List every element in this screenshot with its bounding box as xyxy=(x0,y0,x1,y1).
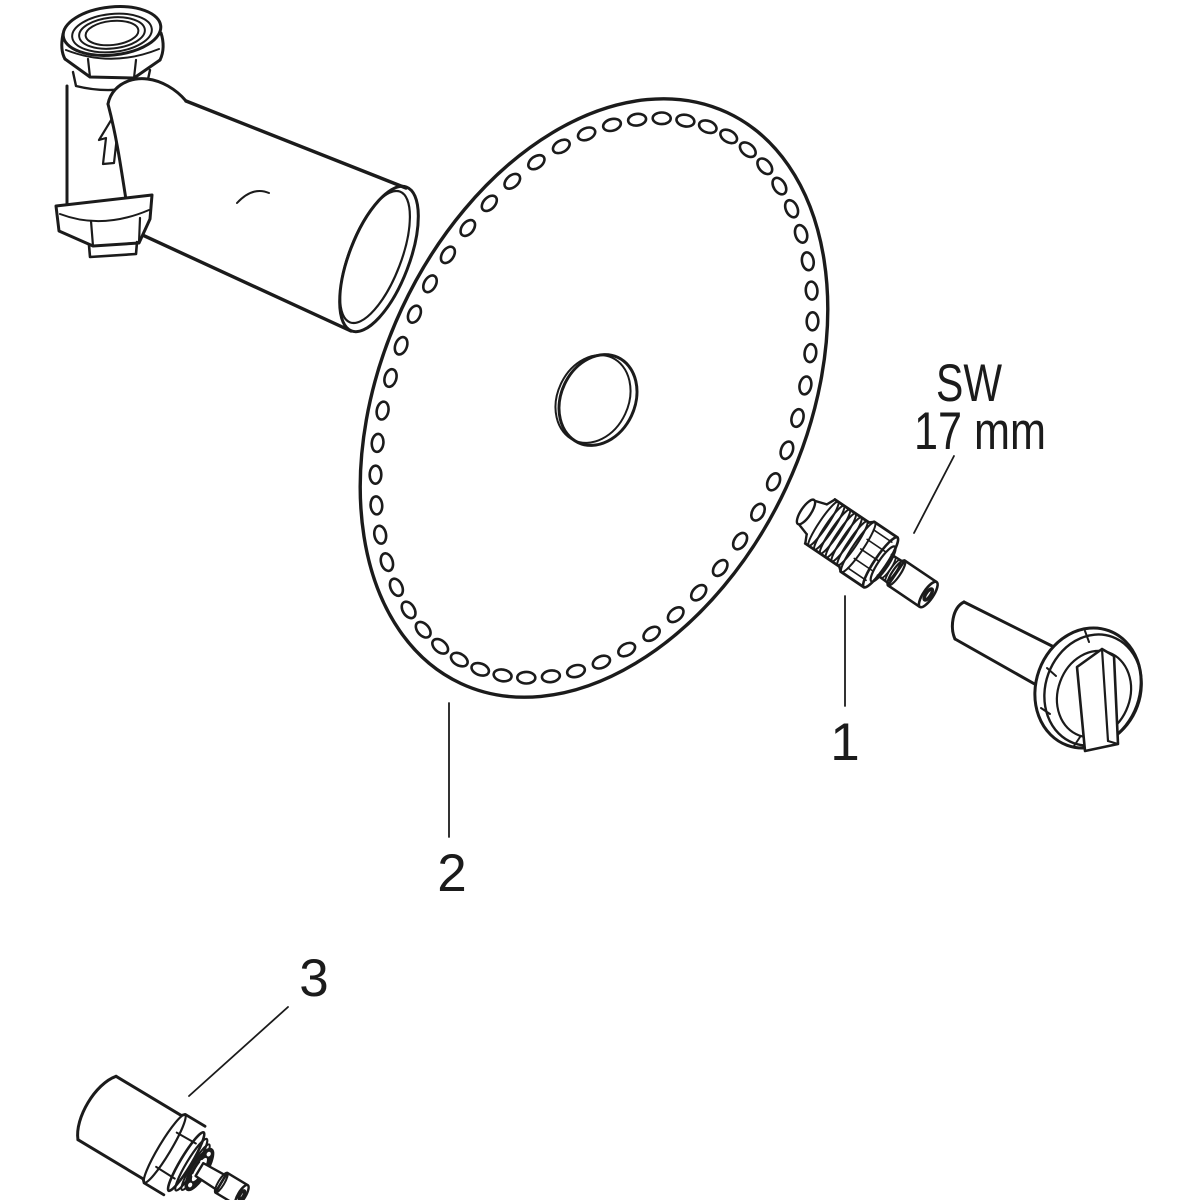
disc-hole xyxy=(756,157,774,176)
disc-rim xyxy=(358,97,830,699)
leader-line-wrench xyxy=(913,455,955,534)
disc-hole xyxy=(470,661,491,677)
concealed-valve-body xyxy=(54,5,420,334)
callout-label-1: 1 xyxy=(830,713,859,772)
disc-hole xyxy=(449,651,469,668)
disc-hole xyxy=(439,245,457,265)
spare-cartridge xyxy=(76,1074,250,1200)
flange-notches xyxy=(1040,630,1090,747)
handle-wing xyxy=(1075,647,1120,753)
disc-hole xyxy=(800,251,816,272)
disc-hole xyxy=(697,119,718,135)
disc-hole xyxy=(798,375,813,396)
disc-hole xyxy=(480,194,499,213)
wall-plate-disc xyxy=(358,97,830,699)
disc-hole xyxy=(642,625,661,643)
disc-hole xyxy=(516,670,537,685)
disc-hole xyxy=(492,668,513,683)
stop-handle xyxy=(950,600,1143,753)
disc-hole xyxy=(783,198,800,219)
shutoff-cartridge xyxy=(795,498,939,609)
callout-leader-lines xyxy=(188,455,955,1097)
disc-hole xyxy=(431,637,450,655)
disc-hole xyxy=(793,223,809,244)
bottom-hex-nut xyxy=(54,193,154,259)
disc-hole xyxy=(804,280,819,301)
disc-hole xyxy=(369,495,384,516)
disc-hole xyxy=(368,464,383,485)
disc-hole xyxy=(388,577,405,598)
disc-hole xyxy=(651,111,672,126)
disc-hole xyxy=(738,141,757,159)
disc-hole xyxy=(731,531,749,551)
disc-hole xyxy=(591,654,612,670)
disc-hole xyxy=(626,112,648,127)
disc-hole xyxy=(459,218,477,238)
disc-hole xyxy=(765,471,782,492)
disc-hole-ring xyxy=(368,111,820,685)
callout-label-2: 2 xyxy=(437,844,466,903)
disc-hole xyxy=(379,552,395,573)
wrench-size-label-line2: 17 mm xyxy=(914,402,1046,461)
disc-hole xyxy=(540,669,562,684)
disc-hole xyxy=(675,113,696,128)
disc-hole xyxy=(393,335,409,356)
disc-hole xyxy=(749,502,767,522)
disc-hole xyxy=(803,342,818,364)
spline-tip xyxy=(214,1171,249,1200)
disc-hole xyxy=(551,138,571,155)
disc-hole xyxy=(790,407,805,429)
disc-hole xyxy=(719,128,739,145)
disc-hole xyxy=(406,304,423,325)
disc-hole xyxy=(666,606,685,624)
disc-hole xyxy=(372,524,388,545)
disc-hole xyxy=(771,176,788,196)
disc-hole xyxy=(503,172,522,190)
disc-hole xyxy=(527,153,546,171)
disc-hole xyxy=(576,126,597,142)
handle-stem xyxy=(953,600,1060,693)
disc-hole xyxy=(375,400,390,421)
disc-hole xyxy=(711,558,729,578)
disc-hole xyxy=(421,274,439,294)
disc-hole xyxy=(805,311,820,332)
disc-hole xyxy=(400,600,417,620)
branch-cylinder xyxy=(106,77,420,334)
top-hex-nut xyxy=(60,5,165,92)
disc-center-hole-inner xyxy=(554,354,632,444)
disc-hole xyxy=(370,432,385,454)
disc-hole xyxy=(565,663,587,679)
disc-hole xyxy=(383,367,398,389)
disc-hole xyxy=(779,440,795,461)
leader-line-3 xyxy=(188,1006,289,1097)
disc-hole xyxy=(617,641,637,658)
disc-hole xyxy=(414,620,432,639)
wrench-size-label-line1: SW xyxy=(936,354,1002,413)
callout-label-3: 3 xyxy=(299,949,328,1008)
disc-hole xyxy=(601,117,623,133)
disc-hole xyxy=(689,583,708,602)
